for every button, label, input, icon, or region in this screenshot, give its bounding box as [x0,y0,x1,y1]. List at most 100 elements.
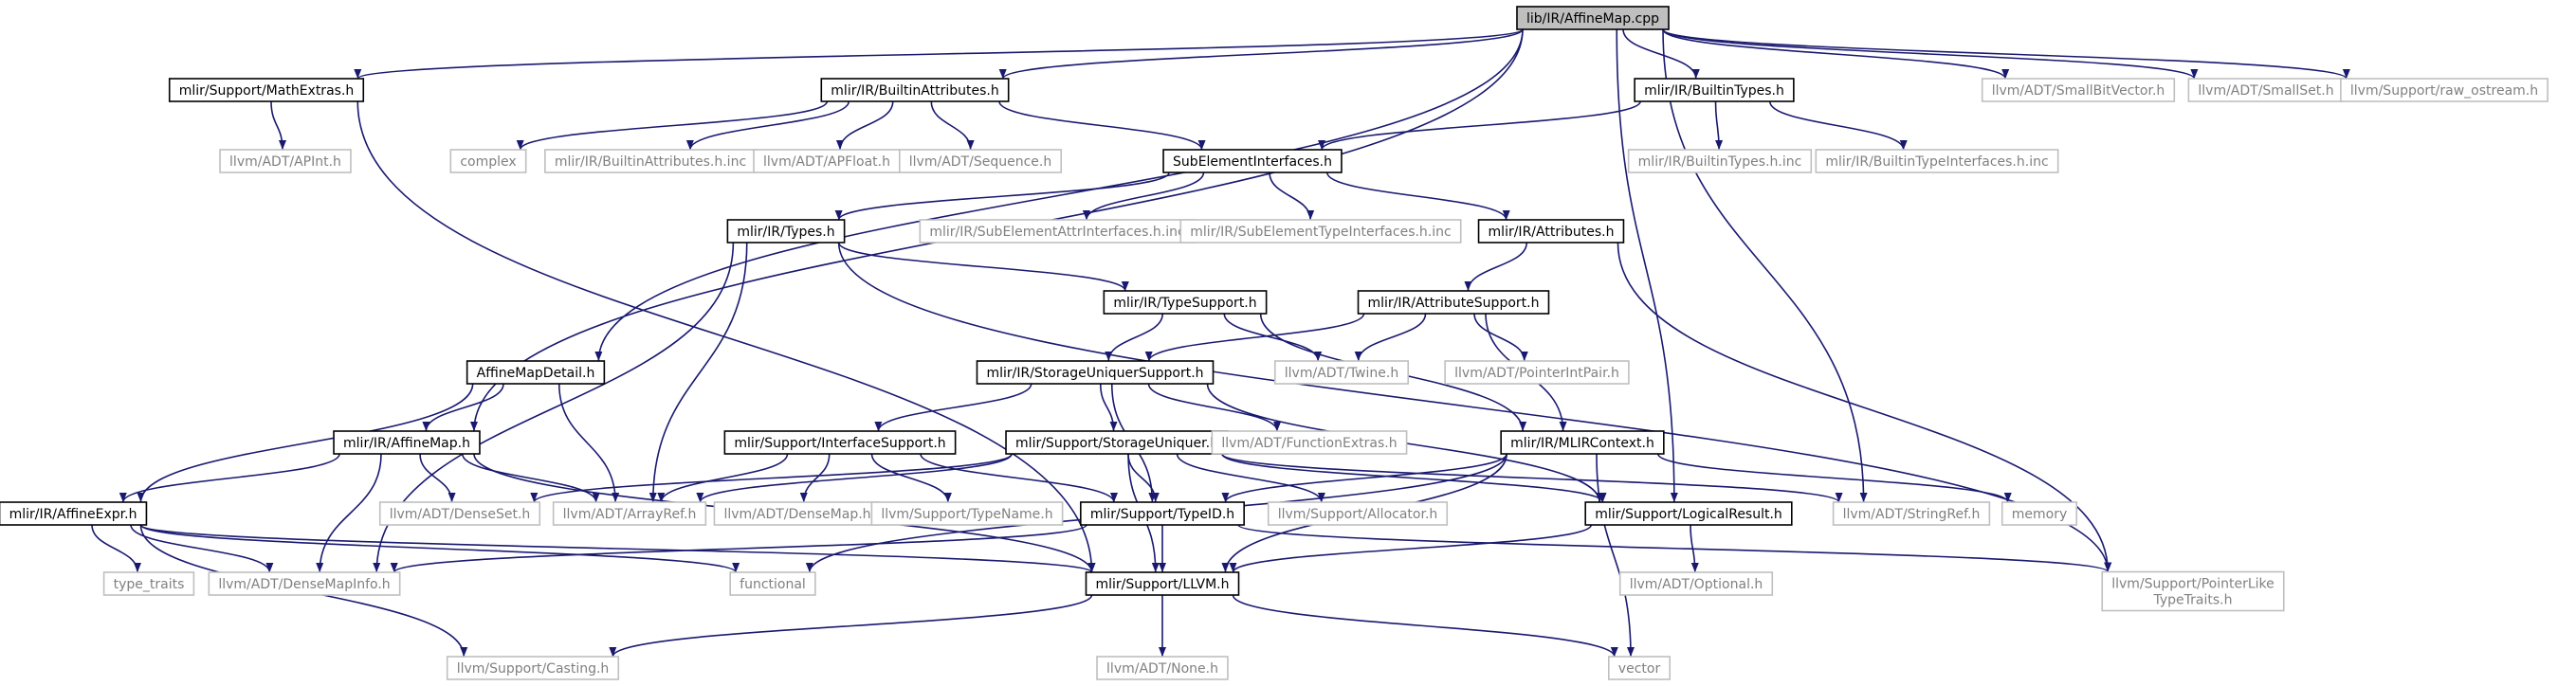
node-label: llvm/ADT/APInt.h [229,154,341,170]
node-types[interactable]: mlir/IR/Types.h [726,219,846,244]
node-typename: llvm/Support/TypeName.h [870,501,1064,526]
edge-root-to-builtinattrs [998,28,1524,80]
edge [1221,453,1843,503]
edge-storageuniquer-to-logicalresult [1221,453,1607,503]
node-label: mlir/IR/AttributeSupport.h [1368,296,1540,311]
node-stringref: llvm/ADT/StringRef.h [1832,501,1991,526]
edge [516,100,829,151]
edge-mlircontext-to-memory [1657,453,2012,503]
node-attributes[interactable]: mlir/IR/Attributes.h [1477,219,1625,244]
node-label: mlir/Support/TypeID.h [1090,507,1234,522]
node-affinemap[interactable]: mlir/IR/AffineMap.h [333,430,481,455]
node-label: mlir/Support/InterfaceSupport.h [734,436,945,451]
node-label: lib/IR/AffineMap.cpp [1526,11,1659,27]
edge [1237,524,2111,573]
node-label: llvm/ADT/APFloat.h [763,154,890,170]
node-interfacesupport[interactable]: mlir/Support/InterfaceSupport.h [723,430,957,455]
edge-affinemap-to-densemapinfo [316,453,382,573]
node-llvm[interactable]: mlir/Support/LLVM.h [1085,571,1240,596]
edge [1176,453,1325,503]
node-label: mlir/IR/SubElementTypeInterfaces.h.inc [1190,225,1451,240]
nodes-layer: lib/IR/AffineMap.cpp mlir/Support/MathExt… [0,6,2549,680]
node-apint: llvm/ADT/APInt.h [219,149,352,173]
edge-root-to-smallset [1662,28,2199,80]
edge [920,453,1118,503]
node-affinemapdetail[interactable]: AffineMapDetail.h [466,360,606,385]
node-builtintypeifinc: mlir/IR/BuiltinTypeInterfaces.h.inc [1815,149,2059,173]
node-label: mlir/IR/Types.h [737,225,834,240]
node-label: mlir/IR/MLIRContext.h [1510,436,1654,451]
node-builtintypes[interactable]: mlir/IR/BuiltinTypes.h [1634,78,1795,102]
edge-root-to-logicalresult [1616,28,1678,503]
edge [696,453,1013,503]
edge-affinemapdetail-to-affineexpr [137,383,474,503]
node-box [378,501,541,526]
node-box [449,149,527,173]
node-typeid[interactable]: mlir/Support/TypeID.h [1080,501,1245,526]
node-box [1211,430,1408,455]
edge [354,28,1524,80]
edge-typesupport-to-twine [1223,313,1323,362]
node-apfloat: llvm/ADT/APFloat.h [753,149,901,173]
node-storageuniquersupport[interactable]: mlir/IR/StorageUniquerSupport.h [976,360,1215,385]
edge [998,100,1206,151]
node-label: llvm/ADT/Sequence.h [909,154,1051,170]
node-label: mlir/IR/AffineMap.h [343,436,470,451]
node-box [1981,78,2176,102]
edge [609,594,1093,658]
edge-typeid-to-densemapinfo [390,524,1087,573]
node-box [919,219,1196,244]
node-box [208,571,401,596]
node-mlircontext[interactable]: mlir/IR/MLIRContext.h [1500,430,1665,455]
node-root[interactable]: lib/IR/AffineMap.cpp [1516,6,1670,30]
edge [1617,242,2112,572]
edge-storageuniquer-to-denseset [530,453,1013,503]
node-storageuniquer[interactable]: mlir/Support/StorageUniquer.h [1005,430,1229,455]
edge [1473,313,1528,362]
node-logicalresult[interactable]: mlir/Support/LogicalResult.h [1584,501,1793,526]
edge-types-to-arrayref [649,242,748,503]
edge [119,453,340,503]
edge [1229,524,1592,573]
edge-affinemap-to-denseset [419,453,456,503]
node-label: llvm/ADT/Optional.h [1630,577,1763,592]
node-label: AffineMapDetail.h [477,366,595,381]
edge-attrsupport-to-twine [1354,313,1427,362]
edge-attrsupport-to-storageuniquersupport [1144,313,1365,362]
edge-affineexpr-to-densemapinfo [130,524,274,573]
node-box [168,78,365,102]
node-box [1815,149,2059,173]
node-box [2101,570,2285,612]
node-label: llvm/ADT/SmallSet.h [2198,83,2333,99]
node-label: mlir/Support/LLVM.h [1096,577,1230,592]
edge-logicalresult-to-optional [1690,524,1699,573]
edge [1144,313,1365,362]
node-label: mlir/IR/BuiltinAttributes.h [831,83,998,99]
node-box [2340,78,2549,102]
edge [530,453,1013,503]
node-mathextras[interactable]: mlir/Support/MathExtras.h [168,78,365,102]
edge-attributes-to-attrsupport [1464,242,1528,292]
node-subelem[interactable]: SubElementInterfaces.h [1162,149,1343,173]
node-attrsupport[interactable]: mlir/IR/AttributeSupport.h [1357,290,1550,315]
edge [419,453,456,503]
node-twine: llvm/ADT/Twine.h [1273,360,1410,385]
edge [1662,28,2199,80]
edge-typesupport-to-storageuniquersupport [1105,313,1164,362]
node-label: mlir/Support/MathExtras.h [179,83,355,99]
edge-root-to-affinemapdetail [594,28,1524,362]
edge [1662,28,1868,503]
node-builtintypesinc: mlir/IR/BuiltinTypes.h.inc [1627,149,1813,173]
node-box [1500,430,1665,455]
node-label: llvm/ADT/ArrayRef.h [563,507,697,522]
edge-types-to-typesupport [837,242,1129,292]
node-typesupport[interactable]: mlir/IR/TypeSupport.h [1103,290,1268,315]
edge-builtintypes-to-builtintypesinc [1714,100,1724,151]
edge [1662,28,2010,80]
node-builtinattrs[interactable]: mlir/IR/BuiltinAttributes.h [820,78,1010,102]
node-affineexpr[interactable]: mlir/IR/AffineExpr.h [0,501,148,526]
node-label: llvm/ADT/DenseSet.h [390,507,531,522]
node-label: mlir/IR/BuiltinTypes.h.inc [1638,154,1802,170]
node-box [820,78,1010,102]
